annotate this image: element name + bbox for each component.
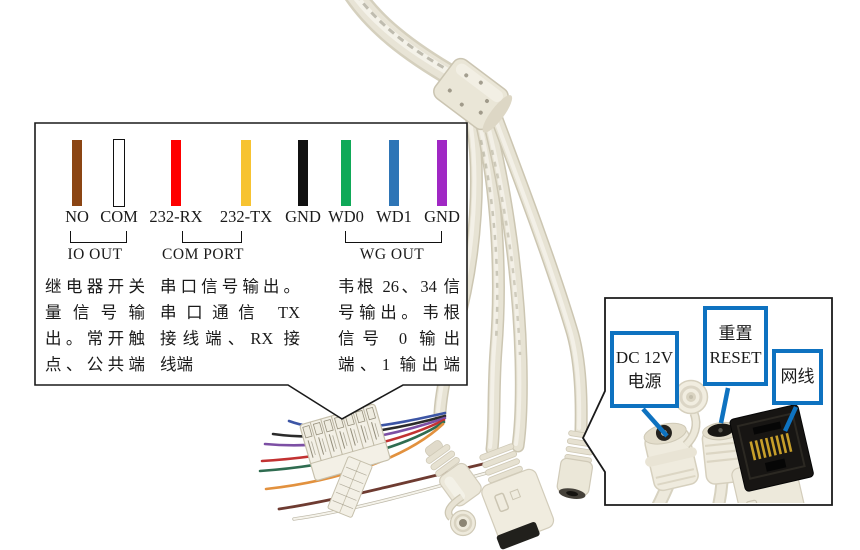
rj45-small bbox=[479, 443, 555, 550]
wire-swatch-no bbox=[72, 140, 82, 206]
connector-photo bbox=[629, 379, 814, 503]
dust-cap-large bbox=[673, 379, 709, 449]
description-io-out: 继电器开关 量信号输 出。常开触 点、公共端 bbox=[45, 274, 145, 378]
description-com-port: 串口信号输出。 串口通信 TX 接线端、RX 接 线端 bbox=[160, 274, 300, 378]
label-network-cable-line1: 网线 bbox=[780, 367, 815, 386]
desc-line: 串口通信 TX bbox=[160, 303, 300, 322]
wire-swatch-wd1 bbox=[389, 140, 399, 206]
desc-line: 线端 bbox=[160, 355, 193, 374]
main-cable bbox=[344, 0, 466, 89]
legend-callout-box bbox=[34, 122, 468, 420]
desc-line: 号输出。韦根 bbox=[338, 303, 460, 322]
wire-swatch-com bbox=[113, 139, 125, 207]
label-reset-line1: 重置 bbox=[718, 324, 753, 343]
desc-line: 量信号输 bbox=[45, 303, 145, 322]
wire-swatch-232rx bbox=[171, 140, 181, 206]
wire-label-wd0: WD0 bbox=[328, 207, 364, 226]
desc-line: 韦根 26、34 信 bbox=[338, 277, 460, 296]
desc-line: 继电器开关 bbox=[45, 277, 145, 296]
label-dc-power: DC 12V 电源 bbox=[610, 331, 679, 408]
description-wg-out: 韦根 26、34 信 号输出。韦根 信号 0 输出 端、1 输出端 bbox=[338, 274, 460, 378]
group-label-wg-out: WG OUT bbox=[359, 246, 425, 263]
spec-tag bbox=[327, 456, 373, 518]
desc-line: 信号 0 输出 bbox=[338, 329, 460, 348]
group-label-com-port: COM PORT bbox=[162, 246, 244, 263]
wiring-legend: NO COM 232-RX 232-TX GND WD0 WD1 GND IO … bbox=[35, 123, 467, 385]
label-dc-power-line1: DC 12V bbox=[615, 347, 674, 367]
wire-label-no: NO bbox=[65, 207, 89, 226]
wire-label-com: COM bbox=[100, 207, 138, 226]
wire-label-gnd2: GND bbox=[424, 207, 460, 226]
wire-swatch-wd0 bbox=[341, 140, 351, 206]
bracket-wg-out bbox=[345, 231, 442, 243]
wire-label-232tx: 232-TX bbox=[219, 207, 273, 226]
label-reset: 重置 RESET bbox=[703, 306, 768, 386]
wire-label-232rx: 232-RX bbox=[149, 207, 203, 226]
label-reset-line2: RESET bbox=[709, 348, 762, 367]
wire-label-wd1: WD1 bbox=[376, 207, 412, 226]
group-label-io-out: IO OUT bbox=[67, 246, 123, 263]
rj45-large bbox=[729, 404, 814, 503]
desc-line: 接线端、RX 接 bbox=[160, 329, 300, 348]
wire-swatch-gnd1 bbox=[298, 140, 308, 206]
ferrite-barrel bbox=[433, 57, 513, 133]
leader-lines bbox=[641, 387, 799, 438]
wire-swatch-gnd2 bbox=[437, 140, 447, 206]
desc-line: 出。常开触 bbox=[45, 329, 145, 348]
wire-swatch-232tx bbox=[241, 140, 251, 206]
desc-line: 串口信号输出。 bbox=[160, 277, 300, 296]
label-network-cable: 网线 bbox=[772, 349, 823, 405]
desc-line: 端、1 输出端 bbox=[338, 355, 460, 374]
wire-label-gnd1: GND bbox=[285, 207, 321, 226]
desc-line: 点、公共端 bbox=[45, 355, 145, 374]
bracket-com-port bbox=[182, 231, 242, 243]
dc-jack-small bbox=[424, 440, 482, 537]
label-dc-power-line2: 电源 bbox=[627, 371, 662, 391]
bracket-io-out bbox=[70, 231, 127, 243]
